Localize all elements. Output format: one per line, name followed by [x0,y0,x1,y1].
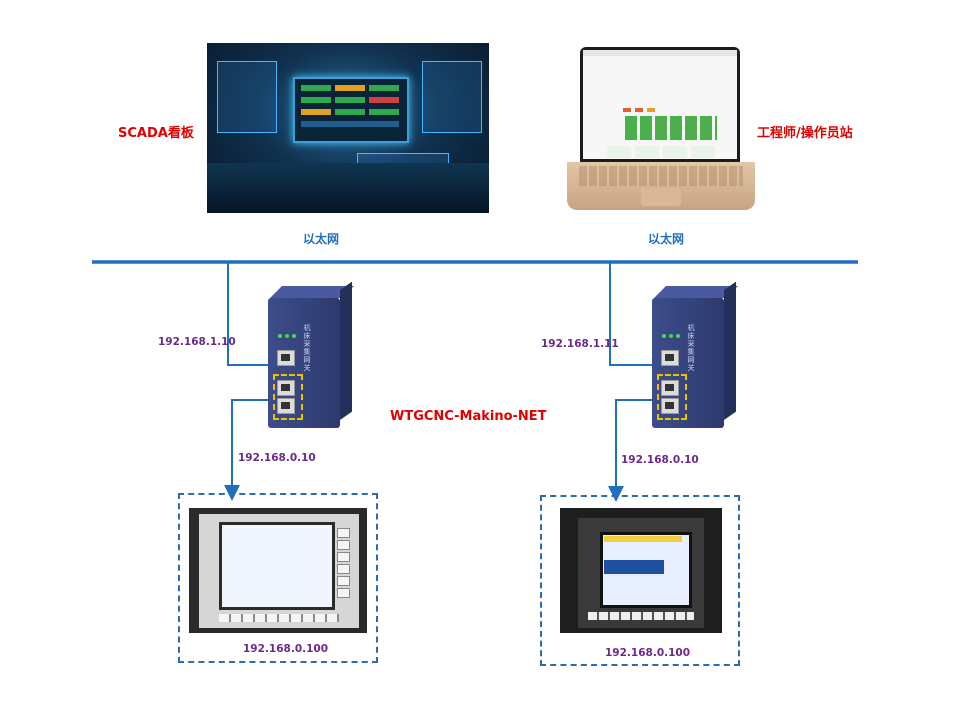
left-gateway-device: 机床采集网关 [268,281,354,428]
left-cnc-machine-box [178,493,378,663]
left-gateway-lower-ip: 192.168.0.10 [238,452,316,464]
laptop-base [567,162,755,210]
left-machine-ip: 192.168.0.100 [243,643,329,655]
wire-right-lower [608,399,664,502]
ethernet-label-right: 以太网 [648,232,685,246]
ethernet-label-left: 以太网 [303,232,340,246]
right-machine-ip: 192.168.0.100 [605,647,691,659]
right-cnc-panel [560,508,722,633]
right-gateway-device: 机床采集网关 [652,281,738,428]
scada-label: SCADA看板 [118,126,194,141]
scada-dashboard-image [207,43,489,213]
wire-right-upper [609,262,664,366]
right-gateway-upper-ip: 192.168.1.11 [541,338,619,350]
left-gateway-upper-ip: 192.168.1.10 [158,336,236,348]
gateway-name: WTGCNC-Makino-NET [390,409,547,424]
wire-left-lower [224,399,282,501]
right-cnc-machine-box [540,495,740,666]
left-cnc-panel [189,508,367,633]
engineer-station-laptop [580,47,740,162]
wire-left-upper [227,262,282,366]
station-label: 工程师/操作员站 [757,126,853,141]
right-gateway-lower-ip: 192.168.0.10 [621,454,699,466]
